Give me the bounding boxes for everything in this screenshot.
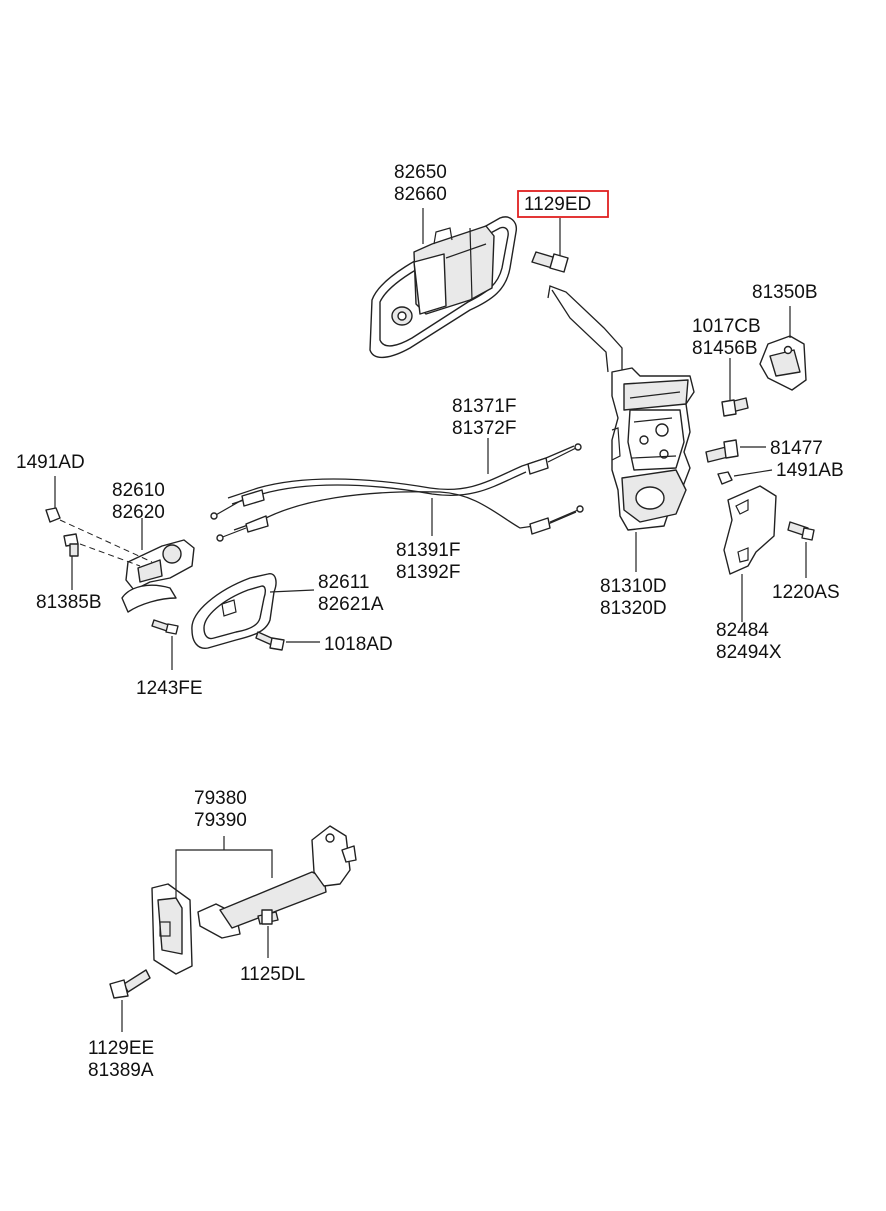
bracket-81350b <box>759 335 807 391</box>
label-1017cb: 1017CB <box>692 316 761 337</box>
label-1491ab: 1491AB <box>776 460 844 481</box>
label-79390: 79390 <box>194 810 247 831</box>
label-82610: 82610 <box>112 480 165 501</box>
label-1125dl: 1125DL <box>240 964 305 985</box>
label-81456b: 81456B <box>692 338 758 359</box>
screw-1220as <box>787 521 815 541</box>
leader-1491ab <box>733 469 773 477</box>
label-79380: 79380 <box>194 788 247 809</box>
alignment-line-1 <box>59 519 153 563</box>
label-82484: 82484 <box>716 620 769 641</box>
label-81310d: 81310D <box>600 576 667 597</box>
label-1129ee: 1129EE <box>88 1038 154 1059</box>
bolt-1129ee <box>109 969 151 999</box>
label-82611: 82611 <box>318 572 369 593</box>
label-82621a: 82621A <box>318 594 384 615</box>
latch-rod <box>547 285 623 372</box>
label-81392f: 81392F <box>396 562 460 583</box>
inside-handle-bezel <box>191 573 277 649</box>
bolt-1017cb <box>721 397 749 417</box>
label-1220as: 1220AS <box>772 582 840 603</box>
label-81350b: 81350B <box>752 282 818 303</box>
alignment-line-2 <box>79 543 141 567</box>
screw-1018ad <box>255 631 285 651</box>
nut-1491ab <box>717 471 733 485</box>
label-82620: 82620 <box>112 502 165 523</box>
bracket-79380 <box>175 836 273 898</box>
leader-82611 <box>269 589 315 593</box>
clip-1491ad <box>45 507 61 523</box>
inside-handle-base <box>121 539 195 613</box>
label-1243fe: 1243FE <box>136 678 203 699</box>
label-82660: 82660 <box>394 184 447 205</box>
screw-1125dl <box>257 909 279 925</box>
label-81391f: 81391F <box>396 540 460 561</box>
label-81320d: 81320D <box>600 598 667 619</box>
outside-door-handle <box>369 216 517 358</box>
door-cables <box>210 443 584 542</box>
label-82494x: 82494X <box>716 642 782 663</box>
label-81372f: 81372F <box>452 418 516 439</box>
screw-1243fe <box>151 619 179 635</box>
label-81385b: 81385B <box>36 592 102 613</box>
cover-plate-82484 <box>723 485 777 575</box>
label-81371f: 81371F <box>452 396 516 417</box>
label-1129ed: 1129ED <box>524 194 591 215</box>
label-82650: 82650 <box>394 162 447 183</box>
label-1018ad: 1018AD <box>324 634 393 655</box>
bolt-1129ed <box>531 251 569 273</box>
screw-81477 <box>705 439 739 463</box>
label-81389a: 81389A <box>88 1060 154 1081</box>
label-1491ad: 1491AD <box>16 452 85 473</box>
label-81477: 81477 <box>770 438 823 459</box>
highlight-box-1129ed <box>517 190 609 218</box>
screw-81385b <box>63 533 79 557</box>
door-checker <box>151 825 357 975</box>
door-latch-assembly <box>611 367 695 531</box>
